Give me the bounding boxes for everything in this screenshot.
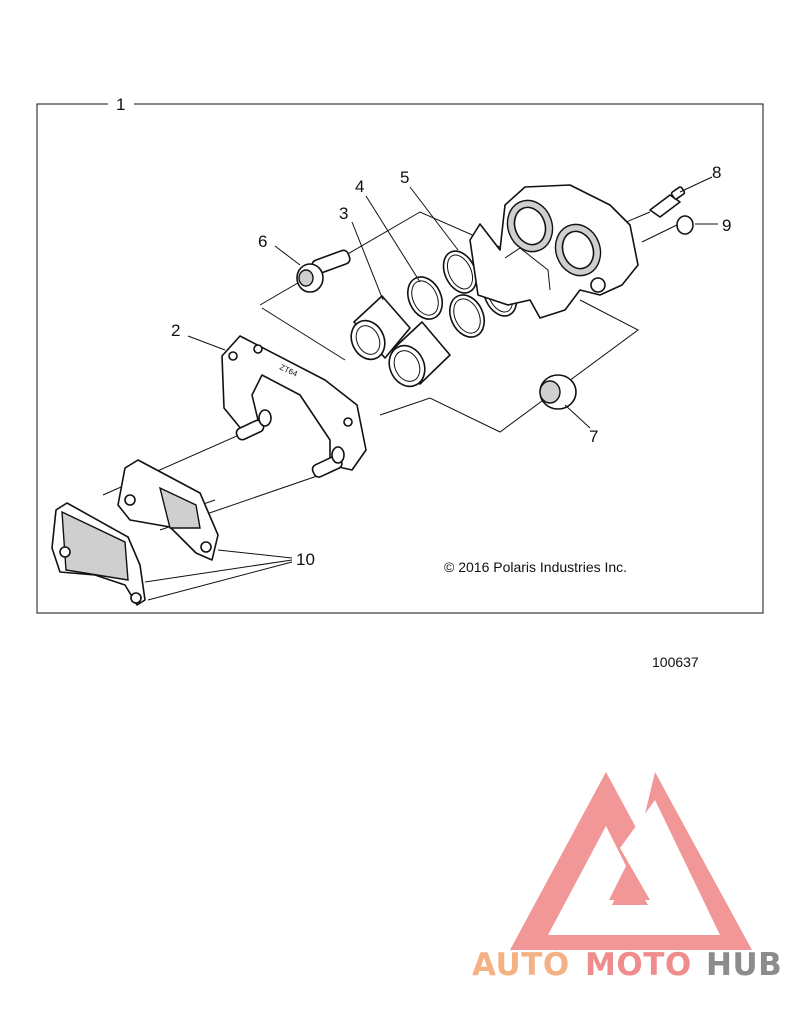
callout-10: 10 xyxy=(296,550,315,569)
piston-lower xyxy=(388,321,451,388)
slide-pin-bushing xyxy=(296,249,351,293)
callout-6: 6 xyxy=(258,232,267,251)
watermark-hub: HUB xyxy=(706,947,782,983)
slide-pin-boot xyxy=(539,374,577,410)
assembly-frame xyxy=(36,103,764,614)
brake-pad-outer xyxy=(51,502,146,606)
brake-pad-inner xyxy=(117,459,219,561)
copyright-notice: © 2016 Polaris Industries Inc. xyxy=(444,559,627,575)
watermark-moto: MOTO xyxy=(585,947,692,983)
callout-7: 7 xyxy=(589,427,598,446)
bracket-pin-upper xyxy=(235,409,272,441)
callout-1: 1 xyxy=(116,95,125,114)
piston-seal-lower xyxy=(448,294,486,338)
bracket-pin-lower xyxy=(311,446,345,478)
figure-number: 100637 xyxy=(652,654,699,670)
piston-upper xyxy=(350,295,411,361)
bleeder-screw xyxy=(649,186,686,218)
watermark-logo xyxy=(510,772,752,950)
callout-4: 4 xyxy=(355,177,364,196)
callout-2: 2 xyxy=(171,321,180,340)
bleeder-cap xyxy=(676,215,694,235)
callout-5: 5 xyxy=(400,168,409,187)
caliper-body xyxy=(469,184,639,319)
leader-lines xyxy=(144,176,718,601)
mounting-bracket: ZT64 xyxy=(221,335,367,471)
watermark-text: AUTO MOTO HUB xyxy=(472,947,782,983)
piston-seal-upper xyxy=(406,276,444,320)
callout-9: 9 xyxy=(722,216,731,235)
watermark-auto: AUTO xyxy=(472,947,570,983)
callout-3: 3 xyxy=(339,204,348,223)
callout-8: 8 xyxy=(712,163,721,182)
